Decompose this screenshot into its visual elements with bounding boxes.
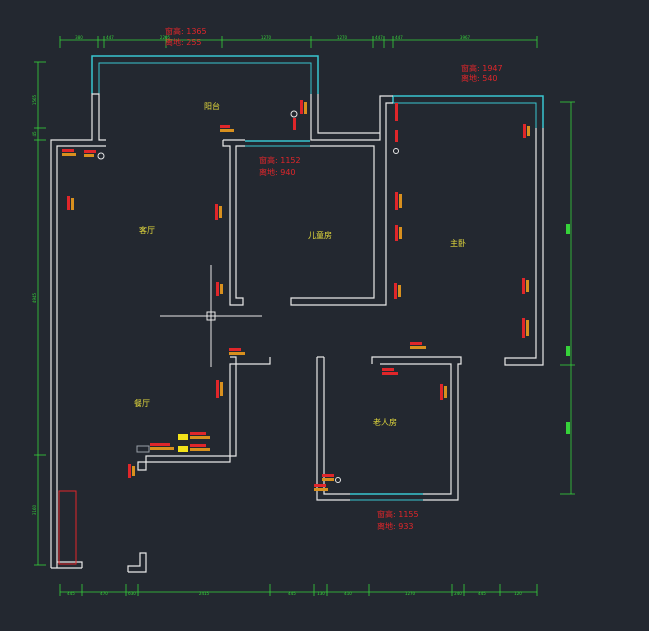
- dim-bottom-1: 445: [67, 591, 75, 596]
- socket-icon: [84, 150, 96, 157]
- dim-bottom-5: 445: [288, 591, 296, 596]
- grey-box: [136, 445, 150, 453]
- room-label-living-room: 客厅: [139, 225, 155, 235]
- dim-top-2: 447: [106, 35, 114, 40]
- dim-bottom-11: 120: [514, 591, 522, 596]
- kitchen-counter-outline: [58, 490, 77, 565]
- dim-bottom-10: 445: [478, 591, 486, 596]
- dim-top-8: 3967: [460, 35, 471, 40]
- window-height-label: 窗高: 1947: [461, 63, 503, 73]
- socket-icon: [190, 444, 210, 451]
- socket-icon: [229, 348, 245, 355]
- room-label-balcony: 阳台: [204, 101, 220, 111]
- dimension-lines: [34, 36, 575, 596]
- dim-top-7: 447: [395, 35, 403, 40]
- window-height-label: 窗高: 1152: [259, 155, 301, 165]
- window-sill-label: 离地: 540: [461, 73, 498, 83]
- socket-icon: [150, 443, 174, 450]
- room-label-dining-room: 餐厅: [134, 399, 150, 408]
- dim-left-2: 45: [32, 131, 37, 137]
- window-sill-label: 离地: 940: [259, 167, 296, 177]
- socket-icon: [216, 380, 223, 398]
- dim-left-4: 3160: [32, 504, 37, 515]
- dim-bottom-3: 630: [128, 591, 136, 596]
- window-balcony-inner: [98, 62, 312, 94]
- socket-icon: [382, 368, 398, 375]
- socket-icon: [128, 464, 135, 478]
- socket-icon: [410, 342, 426, 349]
- dim-top-1: 380: [75, 35, 83, 40]
- bottom-dimension-texts: 445 470 630 2415 445 130 410 1270 240 44…: [67, 591, 522, 596]
- outlet-circle: [393, 148, 399, 154]
- socket-icon: [190, 432, 210, 439]
- dim-left-3: 4945: [32, 292, 37, 303]
- socket-icon: [395, 225, 402, 241]
- outlet-circle: [97, 152, 105, 160]
- socket-icon: [395, 192, 402, 210]
- dim-left-1: 1565: [32, 94, 37, 105]
- window-sill-label: 离地: 255: [165, 37, 202, 47]
- outlet-circle: [290, 110, 298, 118]
- socket-icon: [522, 278, 529, 294]
- dim-top-5: 1270: [337, 35, 348, 40]
- walls: [50, 93, 544, 573]
- socket-icon: [216, 282, 223, 296]
- socket-icon: [522, 318, 529, 338]
- window-height-label: 窗高: 1155: [377, 509, 419, 519]
- highlight-box: [178, 446, 188, 452]
- window-master: [392, 95, 544, 128]
- socket-icon: [314, 484, 328, 491]
- window-master-inner: [393, 102, 537, 128]
- room-label-master-bedroom: 主卧: [450, 238, 466, 248]
- dim-bottom-4: 2415: [199, 591, 210, 596]
- socket-icon: [395, 103, 398, 121]
- top-dimension-texts: 380 447 2205 1270 1270 447 447 3967: [75, 35, 470, 40]
- crosshair-cursor-icon[interactable]: [160, 265, 262, 367]
- socket-icon: [440, 384, 447, 400]
- dim-bottom-9: 240: [454, 591, 462, 596]
- socket-icon: [67, 196, 74, 210]
- socket-icon: [300, 100, 307, 114]
- sockets: [62, 100, 530, 491]
- dim-top-4: 1270: [261, 35, 272, 40]
- dim-bottom-6: 130: [317, 591, 325, 596]
- windows: [91, 55, 544, 501]
- dim-bottom-2: 470: [100, 591, 108, 596]
- window-balcony: [91, 55, 319, 94]
- window-height-label: 窗高: 1365: [165, 26, 207, 36]
- window-sill-label: 离地: 933: [377, 521, 414, 531]
- socket-icon: [322, 474, 334, 481]
- dim-bottom-7: 410: [344, 591, 352, 596]
- dim-top-3: 2205: [160, 35, 171, 40]
- room-label-elderly-room: 老人房: [373, 417, 397, 427]
- outlet-circle: [335, 477, 341, 483]
- left-dimension-texts: 1565 45 4945 3160: [32, 94, 37, 515]
- socket-icon: [220, 125, 234, 132]
- dim-top-6: 447: [375, 35, 383, 40]
- socket-icon: [293, 118, 296, 130]
- dimension-markers: [566, 224, 570, 434]
- socket-icon: [215, 204, 222, 220]
- socket-icon: [394, 283, 401, 299]
- highlight-box: [178, 434, 188, 440]
- socket-icon: [62, 149, 76, 156]
- socket-icon: [523, 124, 530, 138]
- socket-icon: [395, 130, 398, 142]
- dim-bottom-8: 1270: [405, 591, 416, 596]
- room-label-children-room: 儿童房: [308, 230, 332, 240]
